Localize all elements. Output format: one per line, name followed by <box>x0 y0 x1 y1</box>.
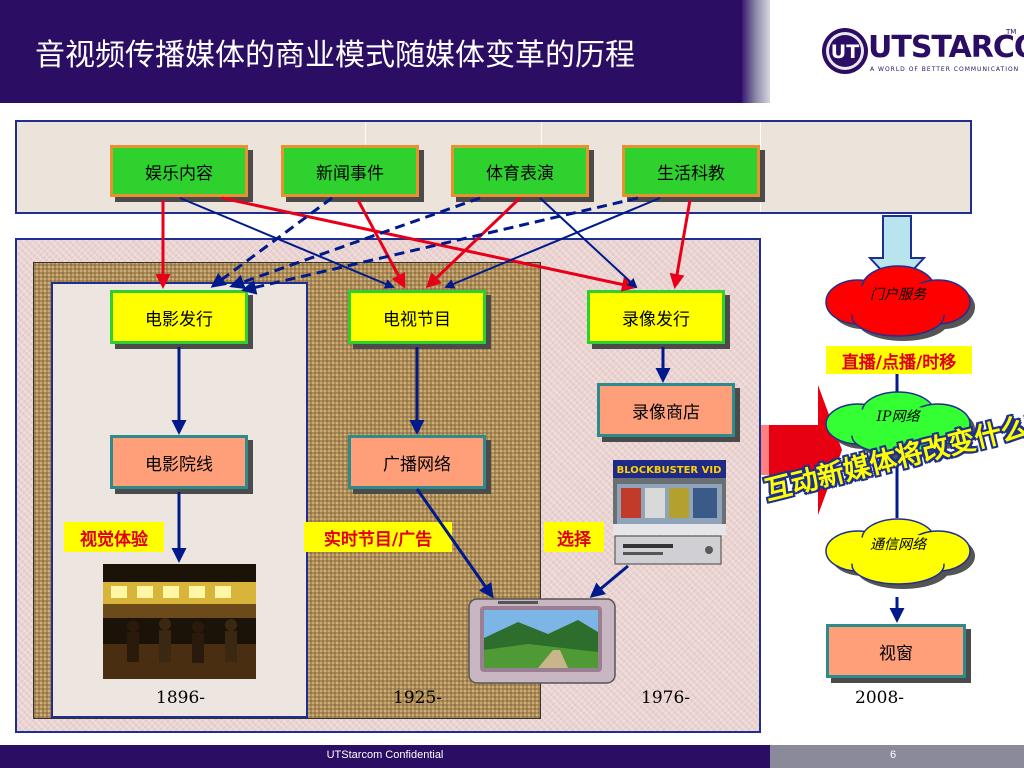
portal-service-text: 门户服务 <box>870 287 926 303</box>
arrow-entertainment-video <box>221 196 637 292</box>
portal-service-cloud: 门户服务 <box>818 262 978 341</box>
arrow-lifestyle-tv <box>444 197 661 289</box>
source-news: 新闻事件 <box>281 145 419 197</box>
film-distribution-box: 电影发行 <box>110 290 248 344</box>
arrow-sports-tv <box>425 196 522 289</box>
arrow-news-film <box>210 196 333 288</box>
arrow-sports-video <box>539 197 638 289</box>
logo-tagline: A WORLD OF BETTER COMMUNICATION <box>870 66 1020 73</box>
title-bar-gradient <box>742 0 770 103</box>
logo-wordmark: UTSTARCOM <box>868 30 1024 65</box>
arrow-lifestyle-film <box>241 196 639 295</box>
logo-globe-icon: UT <box>822 28 868 74</box>
telecom-network-cloud: 通信网络 <box>818 515 978 589</box>
ip-network-cloud: IP网络 <box>818 388 978 459</box>
footer-confidential: UTStarcom Confidential <box>326 749 444 761</box>
arrow-entertainment-tv <box>179 197 395 289</box>
arrow-news-tv <box>356 199 406 289</box>
choice-label: 选择 <box>544 522 604 552</box>
broadcast-network-box: 广播网络 <box>348 435 486 489</box>
source-lifestyle-science: 生活科教 <box>622 145 760 197</box>
logo-mark: UT <box>831 41 859 63</box>
year-1976: 1976- <box>641 688 691 708</box>
tv-program-box: 电视节目 <box>348 290 486 344</box>
year-1925: 1925- <box>393 688 443 708</box>
live-vod-timeshift-label: 直播/点播/时移 <box>826 346 972 374</box>
utstarcom-logo: UT UTSTARCOM TM A WORLD OF BETTER COMMUN… <box>820 20 1024 84</box>
transition-arrow <box>761 385 842 515</box>
arrow-lifestyle-video <box>669 199 692 289</box>
cinema-chain-box: 电影院线 <box>110 435 248 489</box>
ip-network-text: IP网络 <box>876 409 920 425</box>
arrow-store-tv <box>589 564 629 598</box>
video-store-photo: BLOCKBUSTER VID <box>613 460 726 565</box>
year-2008: 2008- <box>855 688 905 708</box>
visual-experience-label: 视觉体验 <box>64 522 164 552</box>
arrow-sports-film <box>229 196 481 290</box>
footer-bar <box>0 745 1024 768</box>
year-1896: 1896- <box>156 688 206 708</box>
slide-title: 音视频传播媒体的商业模式随媒体变革的历程 <box>35 38 635 73</box>
divider-line <box>760 122 761 212</box>
television-icon <box>468 598 616 684</box>
video-store-box: 录像商店 <box>597 383 735 437</box>
logo-trademark: TM <box>1006 28 1017 36</box>
telecom-network-text: 通信网络 <box>870 537 926 553</box>
source-entertainment: 娱乐内容 <box>110 145 248 197</box>
cinema-photo <box>103 564 256 679</box>
window-box: 视窗 <box>826 624 966 678</box>
realtime-ads-label: 实时节目/广告 <box>304 522 452 552</box>
title-bar <box>0 0 742 103</box>
transition-arrow-highlight <box>761 425 769 475</box>
page-number: 6 <box>890 749 897 761</box>
arrow-broadcast-tv <box>415 488 494 599</box>
source-sports: 体育表演 <box>451 145 589 197</box>
video-distribution-box: 录像发行 <box>587 290 725 344</box>
footer-page-area <box>770 745 1024 768</box>
store-sign: BLOCKBUSTER VID <box>617 465 722 476</box>
